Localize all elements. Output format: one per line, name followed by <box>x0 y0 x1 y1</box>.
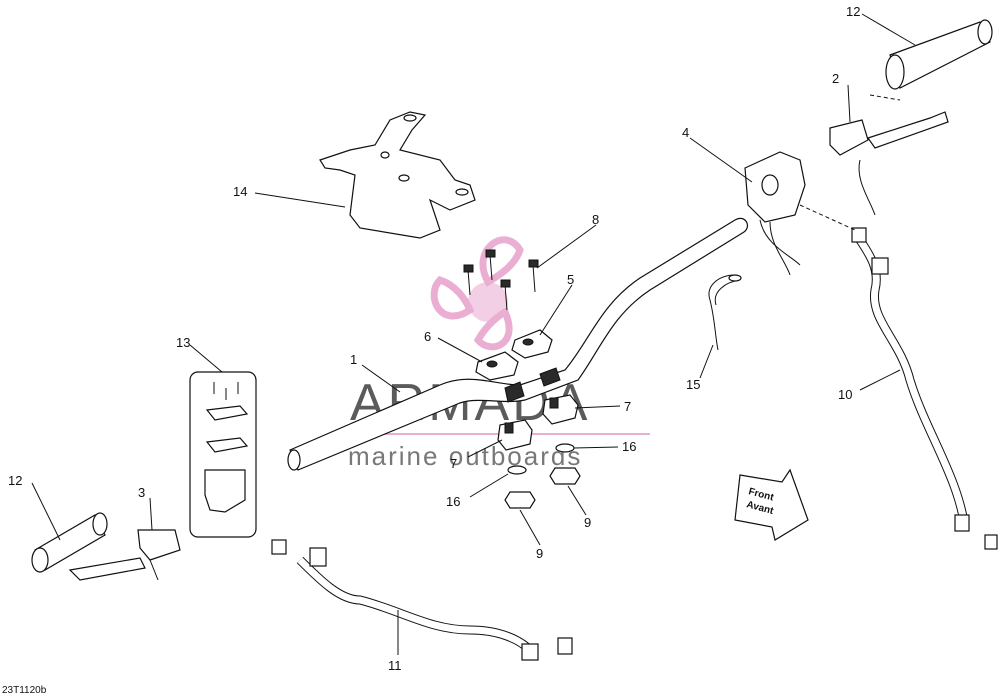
part-14-bracket <box>319 111 476 239</box>
part-13-kit <box>189 371 257 538</box>
part-4-switch-housing <box>744 151 806 276</box>
callout-9-upper: 9 <box>584 515 591 530</box>
callout-15: 15 <box>686 377 700 392</box>
drawing-code: 23T1120b <box>2 685 47 696</box>
alignment-lines <box>799 94 901 231</box>
watermark-propeller-icon <box>430 236 524 351</box>
part-1-handlebar <box>287 217 748 471</box>
part-2-right-lever <box>829 111 949 216</box>
callout-11: 11 <box>388 658 402 673</box>
leader-lines <box>31 13 916 655</box>
callout-13: 13 <box>176 335 190 350</box>
callout-1: 1 <box>350 352 357 367</box>
part-3-left-lever <box>68 529 181 581</box>
callout-5: 5 <box>567 272 574 287</box>
callout-4: 4 <box>682 125 689 140</box>
callout-2: 2 <box>832 71 839 86</box>
part-16-washers <box>507 443 575 475</box>
part-12-grip-right <box>885 19 993 90</box>
callout-14: 14 <box>233 184 247 199</box>
part-12-grip-left <box>31 512 108 573</box>
callout-16-right: 16 <box>622 439 636 454</box>
part-8-bolts <box>463 249 539 311</box>
part-11-cable <box>271 539 573 661</box>
part-9-nuts <box>504 467 581 509</box>
part-5-upper-clamp <box>511 329 553 359</box>
callout-9-lower: 9 <box>536 546 543 561</box>
part-7-lower-clamp-left <box>497 419 533 451</box>
callout-16-left: 16 <box>446 494 460 509</box>
callout-6: 6 <box>424 329 431 344</box>
callout-7-right: 7 <box>624 399 631 414</box>
watermark-subtitle: marine outboards <box>348 441 582 471</box>
callout-12-left: 12 <box>8 473 22 488</box>
part-10-cable <box>851 227 998 550</box>
callouts: 1 2 3 4 5 6 7 7 8 9 9 10 11 12 12 13 14 … <box>8 4 860 673</box>
callout-8: 8 <box>592 212 599 227</box>
callout-10: 10 <box>838 387 852 402</box>
callout-12-right: 12 <box>846 4 860 19</box>
part-7-lower-clamp-right <box>542 394 579 425</box>
callout-7-left: 7 <box>450 456 457 471</box>
part-15-wire <box>708 274 742 351</box>
front-direction-arrow: Front Avant <box>734 468 809 541</box>
knurled-section <box>504 367 561 403</box>
part-6-upper-clamp <box>475 351 519 381</box>
callout-3: 3 <box>138 485 145 500</box>
